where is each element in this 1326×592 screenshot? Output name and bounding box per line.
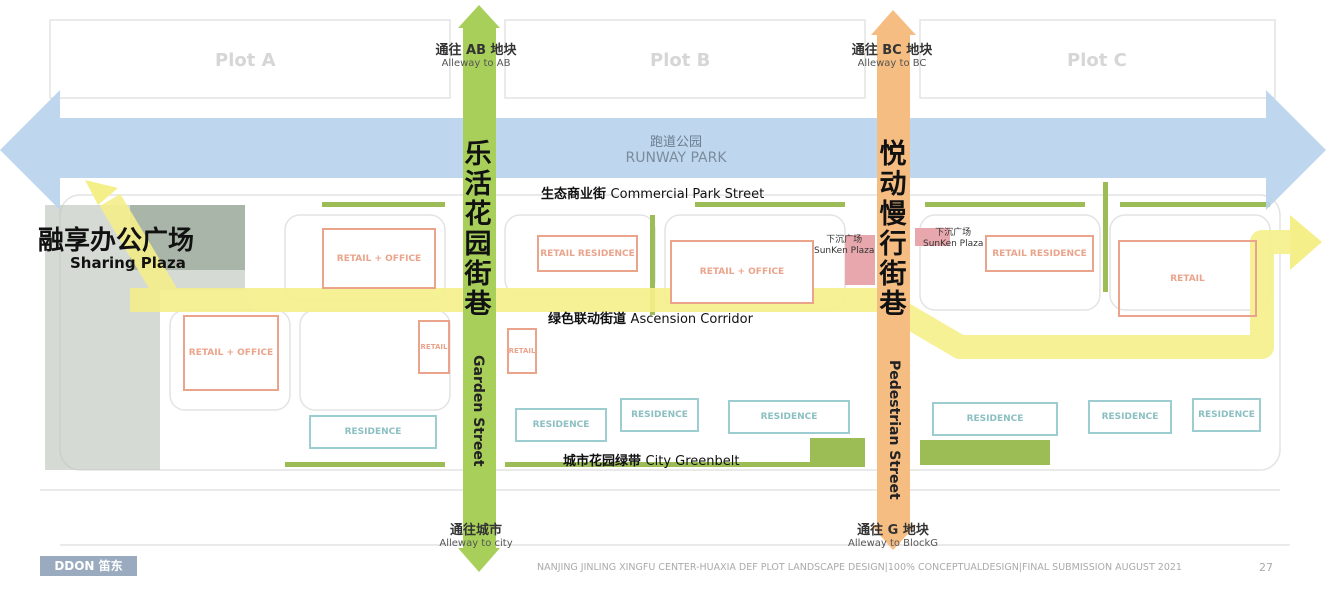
ascension-en: Ascension Corridor	[630, 312, 753, 327]
commercial-cn: 生态商业街	[541, 187, 607, 202]
ddon-logo: DDON 笛东	[40, 556, 137, 576]
runway-park-arrow	[0, 90, 1326, 210]
plot-c-outline	[919, 19, 1276, 99]
building-retail: RETAIL	[507, 328, 537, 374]
runway-park-label: 跑道公园 RUNWAY PARK	[625, 131, 726, 166]
city-greenbelt-label: 城市花园绿带 City Greenbelt	[563, 450, 740, 469]
pedestrian-street-arrow	[871, 10, 916, 550]
sunken-plaza-west	[845, 235, 875, 285]
alley-city-en: Alleway to city	[439, 538, 513, 549]
greenbelt-en: City Greenbelt	[645, 454, 740, 469]
sharing-plaza-area	[45, 205, 245, 470]
building-retail-residence: RETAIL RESIDENCE	[985, 235, 1094, 272]
garden-street-cn: 乐活花园街巷	[464, 139, 492, 320]
building-retail-residence: RETAIL RESIDENCE	[537, 235, 638, 272]
garden-street-arrow	[458, 5, 500, 572]
sunken-cn: 下沉广场	[826, 235, 863, 245]
alley-bc-en: Alleway to BC	[857, 58, 927, 69]
building-residence: RESIDENCE	[309, 415, 437, 449]
plot-b-outline	[504, 19, 866, 99]
building-residence: RESIDENCE	[515, 408, 607, 442]
alley-bc-cn: 通往 BC 地块	[851, 43, 933, 58]
building-retail-office: RETAIL + OFFICE	[183, 315, 279, 391]
greenbelt-cn: 城市花园绿带	[563, 454, 642, 469]
alley-ab-en: Alleway to AB	[441, 58, 511, 69]
plot-c-label: Plot C	[1067, 50, 1127, 71]
sunken-en: SunKen Plaza	[814, 246, 875, 256]
greenbelt-strips	[285, 182, 1270, 467]
alley-ab-cn: 通往 AB 地块	[435, 43, 517, 58]
building-residence: RESIDENCE	[932, 402, 1058, 436]
sunken-plaza-east	[915, 228, 950, 246]
pedestrian-street-en: Pedestrian Street	[886, 360, 902, 500]
footer-caption: NANJING JINLING XINGFU CENTER-HUAXIA DEF…	[537, 562, 1182, 573]
commercial-en: Commercial Park Street	[610, 187, 765, 202]
alley-g-cn: 通往 G 地块	[857, 523, 929, 538]
runway-park-en: RUNWAY PARK	[625, 150, 727, 166]
ascension-corridor-label: 绿色联动街道 Ascension Corridor	[548, 308, 753, 327]
building-residence: RESIDENCE	[1192, 398, 1261, 432]
building-retail: RETAIL	[418, 320, 450, 374]
runway-park-cn: 跑道公园	[649, 135, 702, 150]
plot-a-label: Plot A	[215, 50, 276, 71]
ascension-cn: 绿色联动街道	[548, 312, 627, 327]
building-retail-office: RETAIL + OFFICE	[322, 228, 436, 289]
building-retail-office: RETAIL + OFFICE	[670, 240, 814, 304]
commercial-park-street-label: 生态商业街 Commercial Park Street	[541, 183, 764, 202]
plot-b-label: Plot B	[650, 50, 711, 71]
garden-street-en: Garden Street	[470, 355, 486, 467]
plot-a-outline	[49, 19, 451, 99]
building-residence: RESIDENCE	[1088, 400, 1172, 434]
building-residence: RESIDENCE	[728, 400, 850, 434]
building-retail: RETAIL	[1118, 240, 1257, 317]
sunken-en: SunKen Plaza	[923, 239, 984, 249]
alley-city-cn: 通往城市	[449, 523, 503, 538]
alley-g-en: Alleway to BlockG	[848, 538, 938, 549]
pedestrian-street-cn: 悦动慢行街巷	[879, 139, 907, 320]
building-residence: RESIDENCE	[620, 398, 699, 432]
sunken-cn: 下沉广场	[935, 228, 972, 238]
sharing-plaza-cn: 融享办公广场	[38, 226, 195, 256]
page-number: 27	[1259, 561, 1273, 574]
sharing-plaza-en: Sharing Plaza	[70, 254, 186, 272]
